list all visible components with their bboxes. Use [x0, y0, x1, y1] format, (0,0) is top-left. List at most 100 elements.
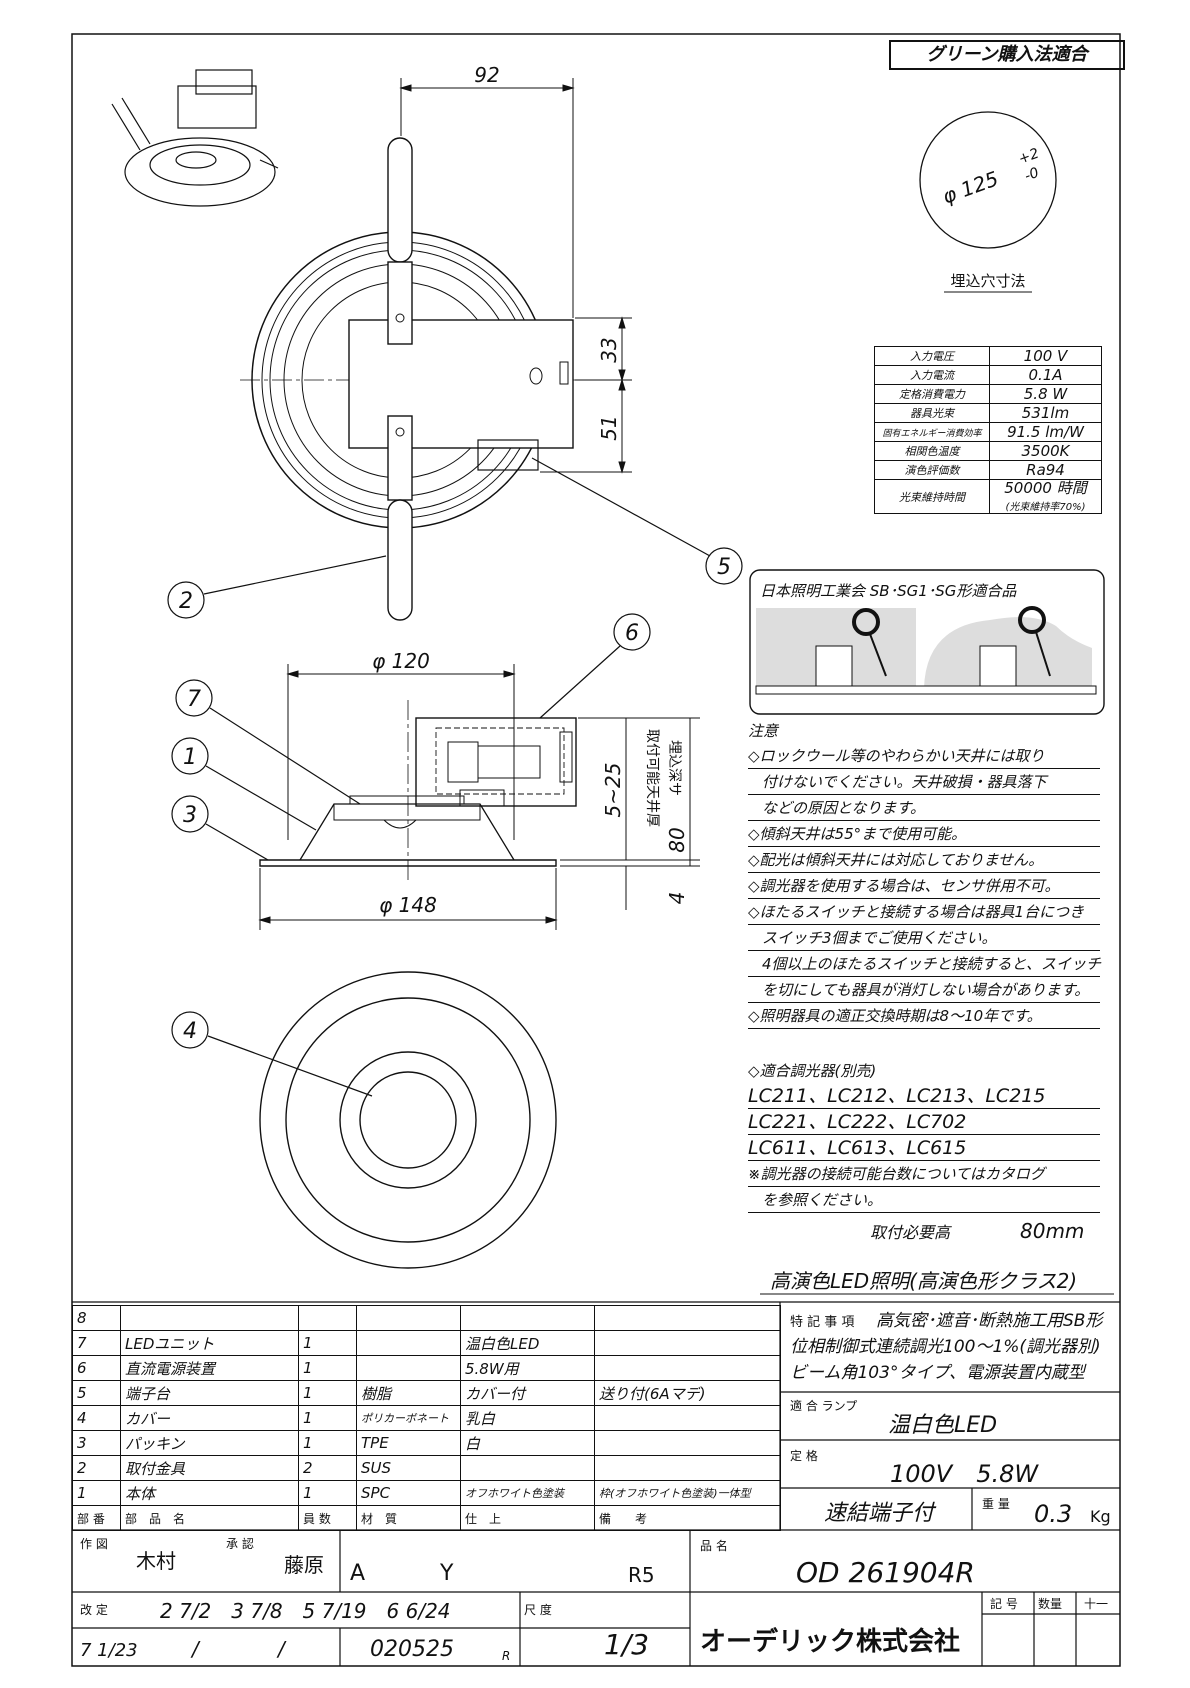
note-line: を切にしても器具が消灯しない場合があります。: [748, 977, 1100, 1003]
approved-by: 藤原: [284, 1553, 324, 1577]
part-note: [594, 1355, 781, 1381]
drawn-label: 作 図: [80, 1537, 108, 1551]
spec-key: 器具光束: [874, 403, 990, 423]
lamp-label: 適 合 ランプ: [790, 1398, 857, 1413]
part-qty: 1: [298, 1330, 357, 1356]
note-line: などの原因となります。: [748, 795, 1100, 821]
note-line: スイッチ3個までご使用ください。: [748, 925, 1100, 951]
install-height-label: 取付必要高: [870, 1223, 952, 1242]
rating-value: 100V 5.8W: [890, 1460, 1039, 1488]
note-line: ◇照明器具の適正交換時期は8～10年です。: [748, 1003, 1100, 1029]
install-height-value: 80mm: [1020, 1219, 1084, 1243]
dimmers-section: ◇適合調光器(別売) LC211、LC212、LC213、LC215 LC221…: [748, 1058, 1100, 1213]
spec-key: 入力電流: [874, 365, 990, 385]
top-view-dimensions: [399, 78, 632, 474]
part-material: SPC: [356, 1480, 461, 1506]
title-y: Y: [439, 1561, 454, 1586]
revision-label: 改 定: [80, 1602, 108, 1617]
dim-depth-label: 埋込深サ: [666, 740, 682, 796]
cutout-caption: 埋込穴寸法: [950, 272, 1025, 290]
header-finish: 仕 上: [460, 1505, 595, 1531]
dim-4: 4: [665, 892, 689, 905]
qty-label: 数量: [1038, 1596, 1062, 1611]
product-code: OD 261904R: [796, 1556, 975, 1589]
note-line: ◇ほたるスイッチと接続する場合は器具1台につき: [748, 899, 1100, 925]
mark-label: 記 号: [990, 1596, 1018, 1611]
dim-d120: φ 120: [372, 649, 430, 673]
features-label: 特 記 事 項: [790, 1314, 854, 1330]
scale-label: 尺 度: [524, 1602, 552, 1617]
dimmers-title: ◇適合調光器(別売): [748, 1062, 877, 1080]
drawn-by: 木村: [136, 1549, 176, 1573]
notes-section: 注意 ◇ロックウール等のやわらかい天井には取り 付けないでください。天井破損・器…: [748, 718, 1101, 1029]
part-material: ポリカーボネート: [356, 1405, 461, 1431]
part-finish: 温白色LED: [460, 1330, 595, 1356]
spec-key: 相関色温度: [874, 441, 990, 461]
sg-compat-box: [749, 569, 1105, 715]
part-qty: 1: [298, 1405, 357, 1431]
part-qty: 1: [298, 1430, 357, 1456]
part-finish: 乳白: [460, 1405, 595, 1431]
table-row: 8: [72, 1305, 781, 1331]
part-name: 取付金具: [120, 1455, 299, 1481]
cutout-circle: [919, 111, 1057, 249]
spec-value: 91.5 lm/W: [989, 422, 1102, 442]
note-line: ◇調光器を使用する場合は、センサ併用不可。: [748, 873, 1100, 899]
spec-key: 入力電圧: [874, 346, 990, 366]
cutout-diameter: φ 125: [939, 166, 1001, 208]
cutout-tol-minus: -0: [1023, 165, 1042, 185]
dim-51: 51: [597, 415, 621, 440]
header-no: 部 番: [72, 1505, 121, 1531]
features-line1: 高気密･遮音･断熱施工用SB形: [876, 1311, 1104, 1331]
part-no: 8: [72, 1305, 121, 1331]
part-note: [594, 1305, 781, 1331]
part-note: [594, 1455, 781, 1481]
part-note: [594, 1430, 781, 1456]
note-line: ◇配光は傾斜天井には対応しておりません。: [748, 847, 1100, 873]
rating-label: 定 格: [790, 1448, 818, 1463]
revision-dates: 2 7/2 3 7/8 5 7/19 6 6/24: [160, 1599, 451, 1623]
part-name: カバー: [120, 1405, 299, 1431]
part-material: TPE: [356, 1430, 461, 1456]
revision-2: 7 1/23: [80, 1640, 138, 1661]
features-line3: ビーム角103°タイプ、電源装置内蔵型: [790, 1363, 1087, 1383]
title-a: A: [350, 1561, 365, 1586]
note-line: 付けないでください。天井破損・器具落下: [748, 769, 1100, 795]
spec-key: 固有エネルギー消費効率: [874, 422, 990, 442]
title-r: R5: [628, 1563, 655, 1587]
dimmer-line: ※調光器の接続可能台数についてはカタログ: [748, 1161, 1100, 1187]
part-finish: 白: [460, 1430, 595, 1456]
callouts: [167, 457, 743, 1097]
terminal-block: [477, 439, 539, 471]
part-qty: [298, 1305, 357, 1331]
cutout-tol-plus: +2: [1016, 146, 1041, 168]
dim-ceiling-label: 取付可能天井厚: [644, 729, 660, 827]
spec-value-sub: (光束維持率70%): [1005, 501, 1086, 513]
weight-value: 0.3: [1034, 1500, 1072, 1528]
part-qty: 1: [298, 1380, 357, 1406]
part-qty: 1: [298, 1480, 357, 1506]
spec-value: Ra94: [989, 460, 1102, 480]
high-color-label: 高演色LED照明(高演色形クラス2): [770, 1269, 1077, 1293]
spec-value: 100 V: [989, 346, 1102, 366]
sheet-border: [71, 33, 1121, 1667]
callout-2: 2: [179, 589, 193, 614]
spec-value: 5.8 W: [989, 384, 1102, 404]
part-material: SUS: [356, 1455, 461, 1481]
part-no: 3: [72, 1430, 121, 1456]
dim-33: 33: [597, 337, 621, 362]
part-material: [356, 1330, 461, 1356]
callout-1: 1: [183, 745, 197, 770]
part-name: 本体: [120, 1480, 299, 1506]
dimmer-line: LC211、LC212、LC213、LC215: [748, 1083, 1100, 1109]
spec-value: 531lm: [989, 403, 1102, 423]
dim-80: 80: [665, 827, 689, 852]
